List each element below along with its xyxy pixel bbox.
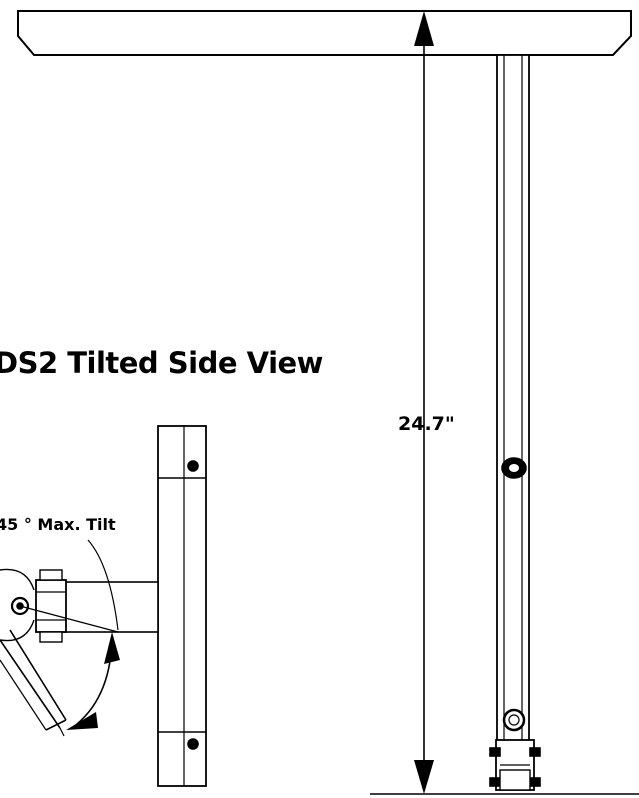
height-dimension xyxy=(414,11,434,794)
front-view xyxy=(17,10,639,795)
post xyxy=(496,54,530,746)
tilt-annotation: 45 ° Max. Tilt xyxy=(0,515,116,534)
height-dimension-label: 24.7" xyxy=(398,413,455,435)
side-view xyxy=(0,425,207,787)
side-panel xyxy=(157,425,207,787)
sign-panel xyxy=(17,10,632,56)
clamp xyxy=(35,579,67,633)
base-bracket xyxy=(489,739,541,791)
view-title: DS2 Tilted Side View xyxy=(0,346,323,380)
tilted-post xyxy=(0,629,67,731)
